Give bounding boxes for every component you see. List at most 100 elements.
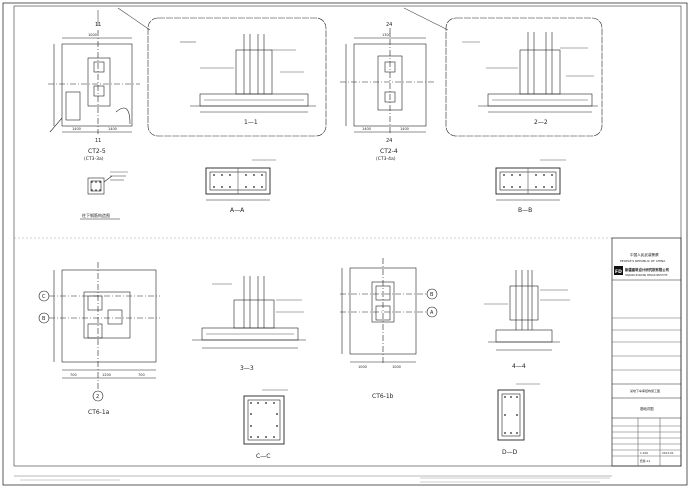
rebar-dots <box>504 396 518 434</box>
section-3-3: 3—3 <box>192 276 306 372</box>
bottom-notes <box>14 475 612 483</box>
dim-text: 1400 <box>72 127 81 131</box>
section-label: 3—3 <box>240 365 254 372</box>
company-name: 新疆建筑设计研究院有限公司 <box>625 267 670 272</box>
pile-cap <box>83 291 131 339</box>
section-label: 2—2 <box>534 119 548 126</box>
company-logo <box>614 266 623 275</box>
section-outline <box>497 389 525 441</box>
plan-title: CT2-5 <box>88 148 106 155</box>
axis-label: A <box>430 310 434 316</box>
section-b-b: B—B <box>495 159 566 214</box>
axis-label: C <box>42 294 46 300</box>
plan-ct2-5: 11 11 1000 1400 1400 CT2-5 (CT3-3a) <box>48 7 151 162</box>
company-logo-text: FD <box>615 269 622 275</box>
column-square <box>107 309 123 325</box>
plan-title: CT6-1b <box>372 393 394 400</box>
section-outline <box>243 395 285 445</box>
section-label: 4—4 <box>512 363 526 370</box>
rebar-dots <box>213 174 263 188</box>
column-square <box>87 295 103 311</box>
section-label: A—A <box>230 207 245 214</box>
grid-label: 11 <box>95 22 101 28</box>
column-section <box>87 177 105 195</box>
axis-bubble-a <box>426 306 438 318</box>
axis-bubble-b <box>426 288 438 300</box>
dim-text: 1400 <box>108 127 117 131</box>
pedestal-section <box>509 285 539 321</box>
plan-subtitle: (CT3-4a) <box>376 156 396 162</box>
plan-ct6-1b: B A 1000 1000 CT6-1b <box>340 258 438 400</box>
section-label: C—C <box>256 453 270 460</box>
grid-label: 11 <box>95 138 101 144</box>
dim-text: 1000 <box>392 365 401 369</box>
outer-border <box>2 2 688 486</box>
pedestal-section <box>519 49 561 95</box>
axis-label: 2 <box>96 394 99 400</box>
dim-text: 1300 <box>382 33 391 37</box>
axis-label: B <box>430 292 434 298</box>
plan-ct2-4: 24 24 1300 1400 1400 CT2-4 (CT3-4a) <box>340 7 449 162</box>
section-label: D—D <box>502 449 518 456</box>
project-name: 某地下车库结构施工图 <box>630 388 660 393</box>
company-name-en: XINJIANG BUILDING DESIGN INSTITUTE <box>625 274 668 277</box>
cloud-outline <box>147 17 327 137</box>
section-label: B—B <box>518 207 532 214</box>
footing-outline <box>61 43 133 127</box>
pit-box <box>65 91 81 121</box>
dim-text: 1400 <box>362 127 371 131</box>
stirrup <box>247 399 281 441</box>
drawing-number: 结施-11 <box>640 459 650 463</box>
plan-subtitle: (CT3-3a) <box>84 156 104 162</box>
leader-line <box>103 175 113 183</box>
detail-caption: 柱下钢筋构造图 <box>82 212 110 218</box>
column-square <box>87 323 103 339</box>
stirrup <box>501 393 521 437</box>
grid-label: 24 <box>386 22 392 28</box>
column-square <box>93 85 105 97</box>
institute-name: 中国人民武装警察 <box>630 252 659 257</box>
drawing-title: 基础详图 <box>640 406 654 411</box>
callout-line <box>403 7 449 31</box>
cloud-outline <box>445 17 603 137</box>
inner-border <box>13 5 682 467</box>
stirrup <box>90 180 102 192</box>
title-block-frame <box>611 237 682 467</box>
dim-text: 1000 <box>358 365 367 369</box>
plan-title: CT2-4 <box>380 148 398 155</box>
revision-cloud-1: 1—1 <box>147 17 327 137</box>
callout-line <box>117 7 151 31</box>
dim-text: 1400 <box>400 127 409 131</box>
arc-mark <box>115 107 131 125</box>
footing-outline <box>61 269 157 363</box>
rebar-dots <box>91 181 101 191</box>
section-c-c: C—C <box>243 389 288 460</box>
axis-bubble-2 <box>92 390 104 402</box>
rebar-dots <box>250 402 278 438</box>
dim-text: 700 <box>138 373 145 377</box>
dim-text: 700 <box>70 373 77 377</box>
title-block: 中国人民武装警察 PEOPLE'S REPUBLIC OF CHINA FD 新… <box>611 237 682 467</box>
column-square <box>93 61 105 73</box>
footing-slab <box>495 329 553 343</box>
column-section-detail: 柱下钢筋构造图 <box>80 171 128 220</box>
section-label: 1—1 <box>244 119 258 126</box>
rebar-dots <box>503 174 553 188</box>
revision-cloud-2: 2—2 <box>445 17 603 137</box>
dim-text: 1200 <box>102 373 111 377</box>
plan-title: CT6-1a <box>88 409 110 416</box>
axis-label: B <box>42 316 46 322</box>
dim-text: 1000 <box>88 33 97 37</box>
scale-text: 1:100 <box>640 451 648 455</box>
grid-label: 24 <box>386 138 392 144</box>
institute-name-en: PEOPLE'S REPUBLIC OF CHINA <box>620 259 666 263</box>
pedestal-section <box>235 49 273 95</box>
pedestal-section <box>233 299 275 329</box>
column-pedestal <box>87 57 111 107</box>
section-d-d: D—D <box>497 383 540 456</box>
date-text: 2013.01 <box>662 451 674 455</box>
section-4-4: 4—4 <box>484 270 570 370</box>
plan-ct6-1a: C B 2 700 1200 700 CT6-1a <box>38 262 160 416</box>
